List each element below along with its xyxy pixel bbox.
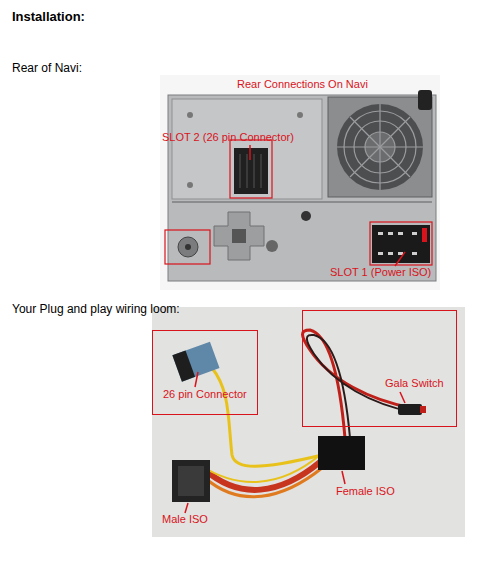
section-text: Rear of Navi: — [12, 62, 82, 76]
connector-plug — [172, 351, 195, 382]
highlight-box — [165, 230, 210, 264]
pin — [378, 232, 383, 235]
rivet — [187, 112, 193, 118]
pin-row — [240, 154, 241, 188]
female-iso — [318, 436, 365, 470]
mount-bracket — [214, 212, 264, 260]
leader-line — [185, 503, 188, 513]
iso-marker — [422, 228, 427, 242]
wire-bundle — [205, 468, 322, 497]
fan — [337, 104, 423, 190]
male-iso — [172, 460, 210, 502]
callout-label: SLOT 1 (Power ISO) — [330, 266, 431, 279]
pin — [412, 232, 417, 235]
callout-label: Male ISO — [162, 513, 208, 526]
din-socket — [301, 211, 311, 221]
fan-grille — [337, 104, 423, 190]
photo-background — [152, 307, 465, 537]
highlight-box — [370, 222, 432, 265]
pin — [398, 252, 403, 255]
fan-spoke — [350, 117, 410, 177]
leader-line — [195, 372, 198, 387]
leader-line — [395, 252, 405, 266]
metal-plate — [172, 99, 322, 199]
callout-label: SLOT 2 (26 pin Connector) — [162, 131, 294, 144]
section-text: Your Plug and play wiring loom: — [12, 303, 180, 317]
yellow-wire — [212, 368, 322, 466]
highlight-box: Gala Switch — [302, 310, 457, 427]
iso-pins — [378, 232, 417, 255]
connector-26pin — [172, 342, 219, 382]
slot2-connector — [234, 148, 268, 194]
navi-chassis — [168, 95, 436, 281]
gala-switch — [398, 404, 422, 415]
antenna-pin — [185, 244, 191, 250]
pin — [388, 252, 393, 255]
leader-line — [342, 471, 345, 484]
pin — [412, 252, 417, 255]
callout-label: 26 pin Connector — [163, 388, 247, 401]
callout-label: Rear Connections On Navi — [237, 78, 368, 91]
section-heading: Installation: — [12, 10, 85, 25]
pin — [388, 232, 393, 235]
callout-label: Gala Switch — [385, 377, 444, 390]
highlight-box — [230, 140, 272, 198]
leader-line — [249, 145, 251, 160]
bracket-hole — [232, 229, 246, 243]
pin-row — [254, 154, 255, 188]
pin — [378, 252, 383, 255]
antenna-socket — [178, 237, 198, 257]
wire-bundle — [200, 455, 320, 482]
leader-line — [400, 392, 405, 403]
pin-row — [247, 154, 248, 188]
highlight-box: 26 pin Connector — [152, 330, 258, 415]
connector-body — [172, 342, 219, 382]
pin-row — [261, 154, 262, 188]
rivet — [187, 182, 193, 188]
chassis-rib — [172, 201, 432, 203]
rivet — [297, 112, 303, 118]
photo-background — [160, 75, 440, 290]
fan-spoke — [350, 117, 410, 177]
pin — [398, 232, 403, 235]
fan-housing — [328, 97, 432, 197]
switch-tip — [420, 406, 426, 413]
knob — [418, 90, 432, 110]
small-socket — [266, 240, 278, 252]
male-iso-face — [178, 466, 204, 496]
callout-label: Female ISO — [336, 485, 395, 498]
